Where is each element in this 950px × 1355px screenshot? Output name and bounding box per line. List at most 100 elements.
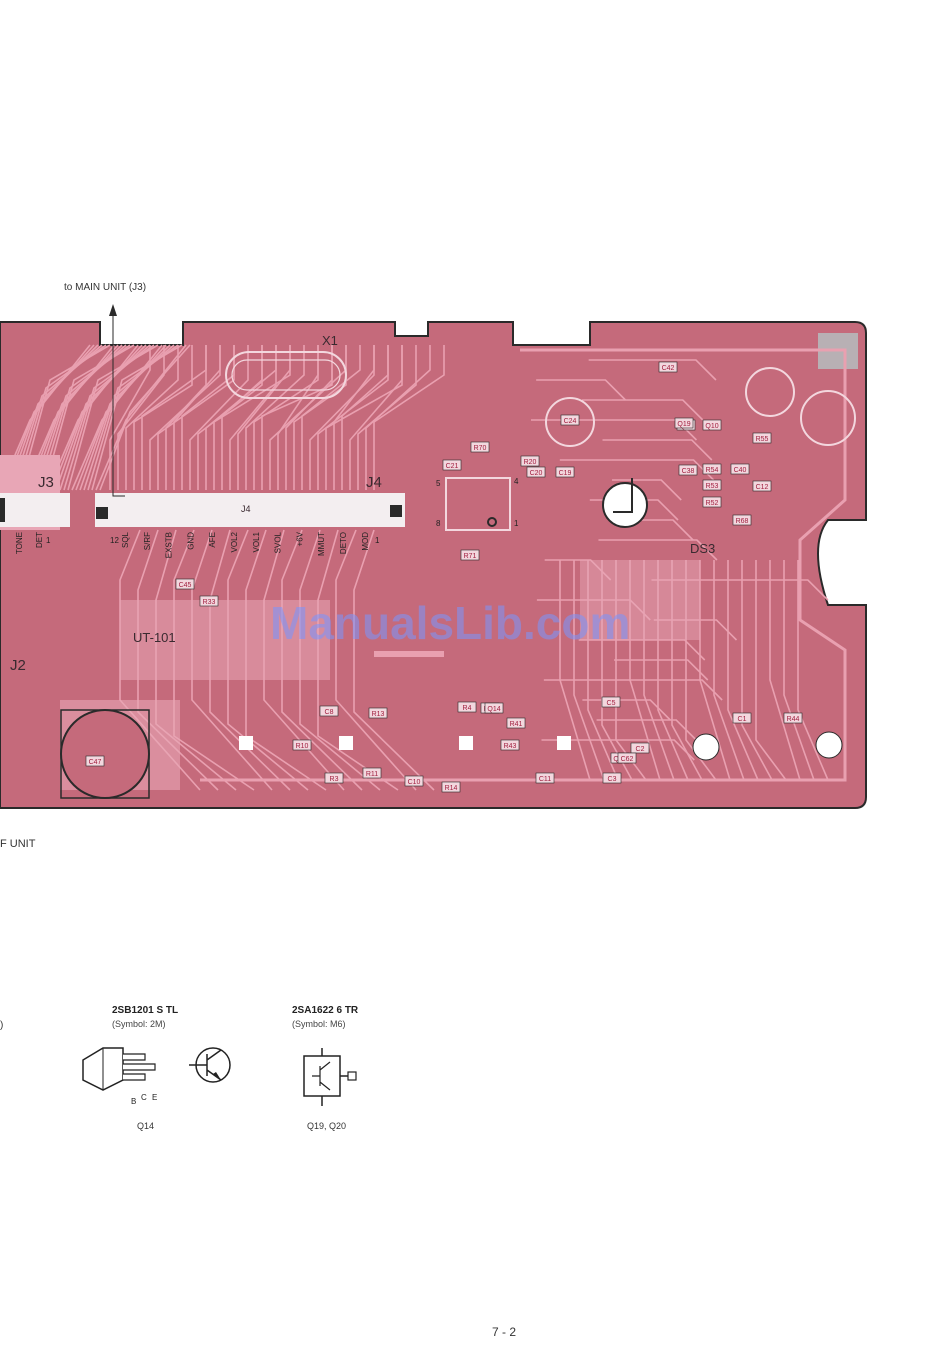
ic-pin-1: 1 bbox=[514, 519, 519, 528]
component-outline bbox=[362, 767, 382, 779]
trace bbox=[165, 345, 207, 490]
trace bbox=[189, 345, 249, 490]
component-label: R44 bbox=[787, 716, 800, 723]
callout-arrow-head bbox=[109, 304, 117, 316]
component-label: R20 bbox=[524, 459, 537, 466]
component-outline bbox=[520, 455, 540, 467]
pin-b-label: B bbox=[131, 1097, 136, 1106]
component-outline bbox=[404, 775, 424, 787]
component-outline bbox=[555, 466, 575, 478]
component-outline bbox=[783, 712, 803, 724]
component-outline bbox=[442, 459, 462, 471]
j3-pin-label: DET bbox=[35, 532, 44, 548]
component-outline bbox=[368, 707, 388, 719]
trace bbox=[573, 560, 605, 781]
component-outline bbox=[506, 717, 526, 729]
j3-label: J3 bbox=[38, 474, 54, 491]
component-label: C1 bbox=[738, 716, 747, 723]
trace bbox=[783, 560, 815, 781]
cap-c24 bbox=[545, 397, 595, 447]
component-outline bbox=[460, 549, 480, 561]
component-label: C21 bbox=[446, 463, 459, 470]
component-outline bbox=[535, 772, 555, 784]
callout-label: to MAIN UNIT (J3) bbox=[64, 282, 147, 293]
trace bbox=[713, 560, 745, 781]
j4-pin-marker bbox=[390, 505, 402, 517]
component-outline bbox=[630, 742, 650, 754]
page-number: 7 - 2 bbox=[492, 1325, 517, 1339]
ds3-lamp bbox=[602, 482, 648, 528]
component-label: R55 bbox=[756, 436, 769, 443]
component-outline bbox=[617, 752, 637, 764]
j4-pin-start: 12 bbox=[110, 536, 119, 545]
component-label: C38 bbox=[682, 468, 695, 475]
j3-pin-marker bbox=[0, 498, 5, 522]
trace bbox=[373, 345, 445, 490]
j4-pin-end: 1 bbox=[375, 536, 380, 545]
j3-pin-end: 1 bbox=[46, 536, 51, 545]
j3-strip bbox=[0, 493, 70, 527]
transistor-symbol: (Symbol: 2M) bbox=[112, 1019, 166, 1029]
component-label: C20 bbox=[530, 470, 543, 477]
component-label: R53 bbox=[706, 483, 719, 490]
j4-pin-label: MMUT bbox=[317, 532, 326, 556]
component-label: R11 bbox=[366, 771, 378, 778]
component-outline bbox=[702, 496, 722, 508]
copper-zones bbox=[0, 455, 700, 790]
trace bbox=[769, 560, 801, 781]
trace bbox=[181, 345, 235, 490]
component-layer: R70C24C21C19C20R20R71Q10Q11C12R13R10R55C… bbox=[85, 361, 803, 793]
component-label: C8 bbox=[325, 709, 334, 716]
component-label: C12 bbox=[756, 484, 769, 491]
transistor-ref: Q19, Q20 bbox=[307, 1121, 347, 1131]
component-label: R33 bbox=[203, 599, 216, 606]
mounting-hole bbox=[815, 731, 843, 759]
component-label: R4 bbox=[463, 705, 472, 712]
crystal-x1 bbox=[225, 351, 347, 399]
trace bbox=[301, 345, 361, 490]
j4-small-label: J4 bbox=[241, 504, 251, 514]
component-outline bbox=[319, 705, 339, 717]
component-outline bbox=[678, 464, 698, 476]
ut101-label: UT-101 bbox=[133, 630, 176, 645]
trace bbox=[598, 539, 718, 561]
trace bbox=[200, 348, 847, 782]
x1-label: X1 bbox=[322, 333, 338, 348]
component-label: R70 bbox=[474, 445, 487, 452]
trace bbox=[341, 345, 389, 490]
component-label: R54 bbox=[706, 467, 719, 474]
component-label: R52 bbox=[706, 500, 719, 507]
j4-big-label: J4 bbox=[366, 474, 382, 491]
trace bbox=[612, 479, 682, 501]
component-outline bbox=[702, 479, 722, 491]
cap-c46 bbox=[745, 367, 795, 417]
j4-strip bbox=[95, 493, 405, 527]
trace bbox=[365, 345, 431, 490]
trace bbox=[536, 379, 627, 401]
trace bbox=[651, 579, 829, 601]
component-outline bbox=[702, 463, 722, 475]
trace bbox=[602, 439, 713, 461]
j4-pin-label: +6V bbox=[295, 531, 304, 546]
component-outline bbox=[702, 419, 722, 431]
component-outline bbox=[441, 781, 461, 793]
component-outline bbox=[500, 739, 520, 751]
trace bbox=[596, 719, 697, 741]
j4-pin-label: GND bbox=[186, 532, 195, 550]
j3-pin-label: TONE bbox=[15, 532, 24, 554]
trace bbox=[741, 560, 773, 781]
j2-label: J2 bbox=[10, 657, 26, 674]
trace bbox=[43, 344, 135, 491]
component-outline bbox=[470, 441, 490, 453]
component-label: R13 bbox=[372, 711, 385, 718]
component-outline bbox=[730, 463, 750, 475]
trace bbox=[95, 344, 187, 491]
component-outline bbox=[732, 514, 752, 526]
component-label: Q19 bbox=[677, 421, 690, 428]
trace bbox=[293, 345, 347, 490]
trace bbox=[797, 560, 829, 781]
j4-pin-label: AFE bbox=[208, 532, 217, 548]
trace bbox=[67, 344, 159, 491]
component-label: C19 bbox=[559, 470, 572, 477]
